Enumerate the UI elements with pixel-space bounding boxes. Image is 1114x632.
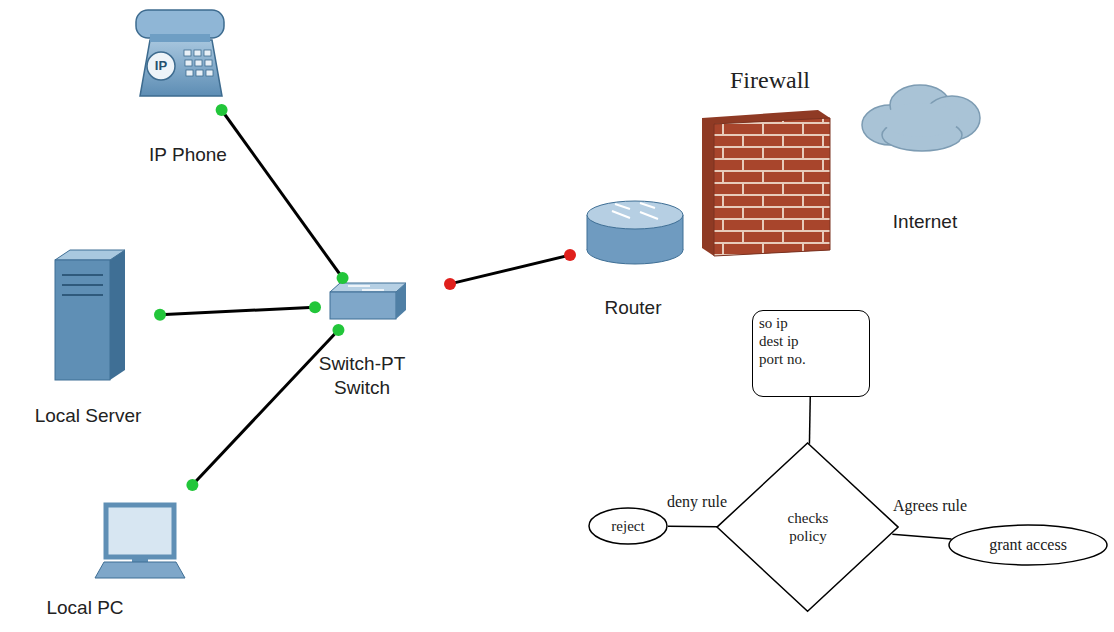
node-body: checks policy — [716, 442, 899, 612]
link-light — [564, 249, 576, 261]
grant-terminal: grant access — [948, 524, 1108, 566]
link-light — [332, 324, 344, 336]
local-server: Local Server — [50, 245, 160, 385]
edge-label: Agrees rule — [891, 497, 969, 515]
network-switch: Switch-PT Switch — [315, 278, 450, 330]
network-link — [192, 330, 338, 485]
packet-fields-box: so ip dest ip port no. — [752, 310, 870, 397]
ip-phone: IP Phone — [130, 4, 225, 110]
ip-phone-icon — [136, 10, 224, 96]
node-text: grant access — [989, 536, 1067, 554]
network-link — [160, 307, 315, 314]
device-label: Firewall — [730, 66, 810, 94]
device-label: Router — [604, 296, 661, 320]
link-light — [444, 278, 456, 290]
local-pc: Local PC — [90, 485, 200, 582]
node-body: reject — [588, 507, 668, 545]
flow-line — [892, 534, 951, 539]
flow-line — [668, 526, 717, 528]
node-body: grant access — [948, 524, 1108, 566]
firewall: Firewall — [700, 105, 835, 255]
device-label: Local Server — [35, 404, 142, 428]
link-light — [216, 104, 228, 116]
cloud-icon — [862, 85, 980, 151]
internet-cloud: Internet — [855, 80, 985, 155]
flow-line — [809, 397, 811, 444]
node-text: so ip dest ip port no. — [759, 314, 811, 368]
switch-icon — [330, 283, 406, 319]
device-label: Local PC — [46, 596, 123, 620]
node-text: reject — [611, 517, 644, 535]
network-link — [450, 255, 570, 284]
router: Router — [570, 195, 695, 270]
link-light — [154, 309, 166, 321]
node-text: checks policy — [777, 509, 839, 545]
decision-diamond: checks policy — [716, 442, 899, 612]
node-body: so ip dest ip port no. — [753, 311, 869, 396]
pc-icon — [95, 505, 185, 578]
link-light — [337, 272, 349, 284]
edge-label: deny rule — [665, 493, 729, 511]
network-link — [222, 110, 343, 278]
device-label: Internet — [893, 210, 957, 234]
server-icon — [55, 250, 125, 380]
link-light — [309, 301, 321, 313]
firewall-icon — [702, 110, 830, 256]
router-icon — [587, 201, 683, 264]
reject-terminal: reject — [588, 507, 668, 545]
link-light — [186, 479, 198, 491]
device-label: Switch-PT Switch — [312, 352, 412, 400]
device-label: IP Phone — [149, 143, 227, 167]
icon-badge-text: IP — [155, 58, 167, 74]
diamond-outline — [716, 442, 899, 612]
